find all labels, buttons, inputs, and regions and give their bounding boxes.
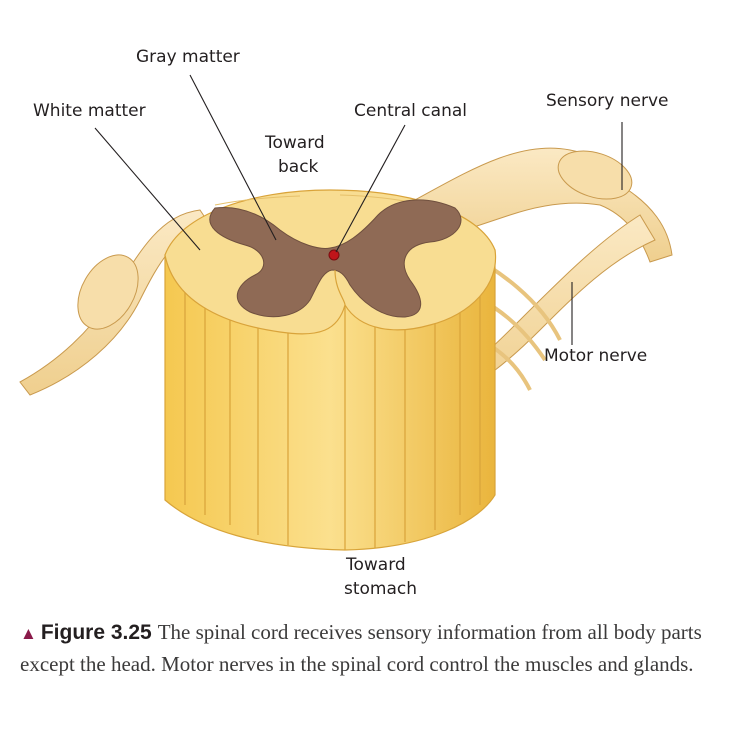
label-sensory-nerve: Sensory nerve	[546, 91, 668, 111]
label-toward-back-line1: Toward	[264, 133, 325, 153]
central-canal-dot	[328, 249, 340, 261]
left-ganglion	[77, 254, 139, 330]
figure-number: Figure 3.25	[40, 621, 152, 644]
label-toward-stomach-line1: Toward	[345, 555, 406, 575]
cross-section	[164, 189, 497, 335]
label-toward-stomach-line2: stomach	[344, 579, 417, 599]
caption-text: The spinal cord receives sensory informa…	[20, 620, 702, 676]
right-ganglion	[557, 150, 633, 200]
label-gray-matter: Gray matter	[136, 47, 240, 67]
figure-triangle-icon: ▲	[20, 624, 37, 643]
label-toward-back-line2: back	[278, 157, 319, 177]
label-central-canal: Central canal	[354, 101, 467, 121]
label-white-matter: White matter	[33, 101, 146, 121]
label-motor-nerve: Motor nerve	[544, 346, 647, 366]
leader-lines	[94, 74, 623, 345]
